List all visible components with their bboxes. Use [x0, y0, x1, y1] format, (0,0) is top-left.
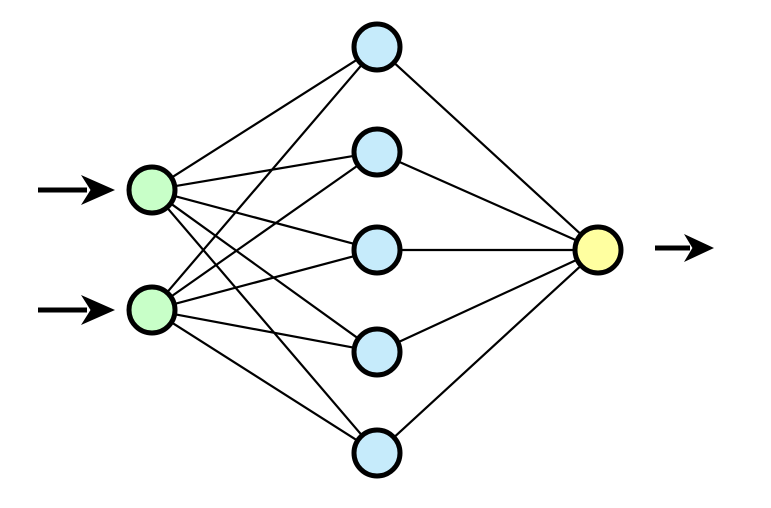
edge-h-2-to-out-1	[394, 159, 581, 243]
io-arrows-group	[38, 175, 714, 325]
input-arrow-bottom-head	[81, 295, 115, 325]
node-in-1[interactable]	[126, 164, 178, 216]
edge-in-1-to-h-4	[167, 200, 362, 342]
edge-in-1-to-h-1	[167, 56, 362, 181]
edge-in-1-to-h-2	[170, 154, 359, 188]
node-in-2[interactable]	[126, 284, 178, 336]
node-h-3[interactable]	[351, 224, 403, 276]
node-h-4[interactable]	[351, 326, 403, 378]
edge-h-1-to-out-1	[390, 59, 585, 238]
edge-h-5-to-out-1	[390, 262, 585, 441]
node-h-1[interactable]	[351, 21, 403, 73]
edge-in-2-to-h-3	[170, 254, 359, 306]
edge-in-1-to-h-3	[170, 194, 359, 246]
edge-h-4-to-out-1	[394, 257, 581, 345]
edge-in-2-to-h-2	[167, 162, 362, 300]
edge-in-2-to-h-5	[167, 319, 362, 444]
edge-in-2-to-h-1	[163, 61, 366, 296]
output-arrow-head	[684, 234, 714, 262]
edge-in-1-to-h-5	[163, 204, 366, 439]
node-out-1[interactable]	[572, 224, 624, 276]
edge-in-2-to-h-4	[170, 312, 359, 350]
nodes-group	[126, 21, 624, 479]
node-h-2[interactable]	[351, 126, 403, 178]
input-arrow-top-head	[81, 175, 115, 205]
edges-group	[163, 56, 585, 444]
node-h-5[interactable]	[351, 427, 403, 479]
